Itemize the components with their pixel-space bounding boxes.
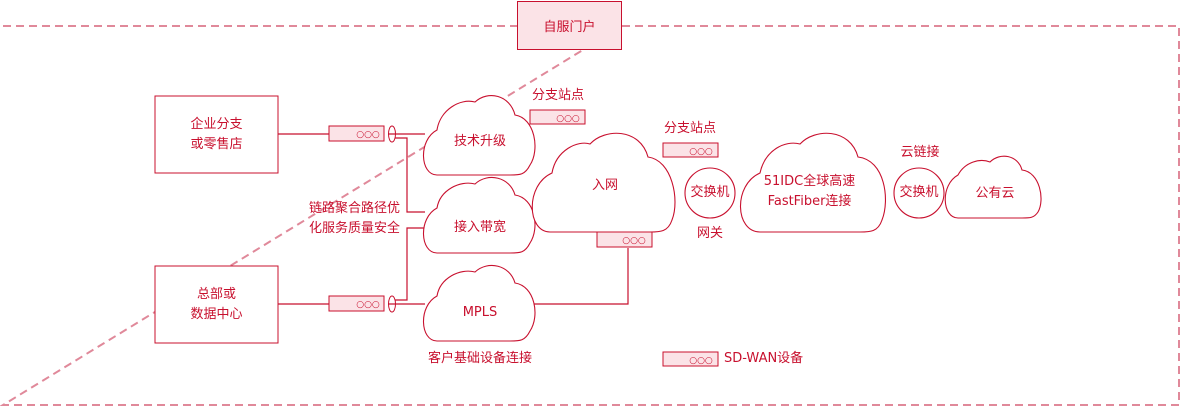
legend-sdwan-device-icon: ○○○ — [662, 351, 719, 367]
fastfiber-line1: 51IDC全球高速 — [763, 174, 856, 189]
cloud-mpls-label: MPLS — [462, 305, 498, 320]
cloud-access-bandwidth — [423, 176, 536, 254]
gateway-switch-circle — [684, 167, 736, 219]
svg-text:○○○: ○○○ — [622, 236, 646, 246]
self-service-portal: 自服门户 — [517, 1, 622, 50]
gateway-switch-label: 交换机 — [690, 185, 730, 200]
cloud-mpls — [423, 264, 536, 342]
svg-text:○○○: ○○○ — [689, 147, 713, 157]
cloud-public-label: 公有云 — [975, 186, 1015, 201]
sdwan-device-branch: ○○○ — [328, 125, 396, 143]
svg-text:○○○: ○○○ — [356, 300, 380, 310]
branch-site-line1: 企业分支 — [190, 116, 243, 132]
cloud-public — [944, 155, 1042, 219]
sdwan-device-hq: ○○○ — [328, 295, 396, 313]
link-aggregation-line2: 化服务质量安全 — [308, 221, 400, 236]
cloud-fastfiber-label: 51IDC全球高速 FastFiber连接 — [752, 172, 867, 212]
svg-text:○○○: ○○○ — [556, 114, 580, 124]
customer-equipment-label: 客户基础设备连接 — [427, 351, 532, 366]
sdwan-device-branch-site-2: ○○○ — [662, 142, 719, 158]
svg-text:○○○: ○○○ — [689, 356, 713, 366]
cloud-tech-upgrade-label: 技术升级 — [453, 134, 506, 149]
branch-site-2-label: 分支站点 — [663, 121, 716, 136]
legend-sdwan-device-label: SD-WAN设备 — [724, 351, 804, 366]
branch-site-line2: 或零售店 — [190, 136, 243, 152]
portal-label: 自服门户 — [543, 20, 596, 35]
branch-site-label: 企业分支 或零售店 — [155, 96, 278, 173]
hq-site-line2: 数据中心 — [190, 306, 243, 322]
svg-text:○○○: ○○○ — [356, 130, 380, 140]
sdwan-device-branch-site-1: ○○○ — [529, 109, 586, 125]
cloud-network-entry-label: 入网 — [591, 178, 618, 193]
cloud-network-entry — [531, 132, 676, 233]
cloud-switch-circle — [893, 167, 945, 219]
cloud-tech-upgrade — [423, 95, 536, 176]
sdwan-device-network-entry: ○○○ — [596, 231, 653, 248]
gateway-label: 网关 — [696, 226, 723, 241]
hq-site-box — [154, 265, 279, 344]
cloud-access-bandwidth-label: 接入带宽 — [453, 220, 506, 235]
hq-site-label: 总部或 数据中心 — [155, 266, 278, 343]
branch-site-box — [154, 95, 279, 174]
branch-site-1-label: 分支站点 — [531, 88, 584, 103]
link-aggregation-line1: 链路聚合路径优 — [308, 201, 400, 216]
cloud-link-label: 云链接 — [900, 145, 940, 160]
cloud-fastfiber — [740, 132, 886, 233]
fastfiber-line2: FastFiber连接 — [767, 194, 852, 209]
hq-site-line1: 总部或 — [196, 286, 236, 302]
link-aggregation-label: 链路聚合路径优 化服务质量安全 — [296, 199, 400, 239]
cloud-switch-label: 交换机 — [899, 185, 939, 200]
connection-lines — [278, 133, 629, 305]
